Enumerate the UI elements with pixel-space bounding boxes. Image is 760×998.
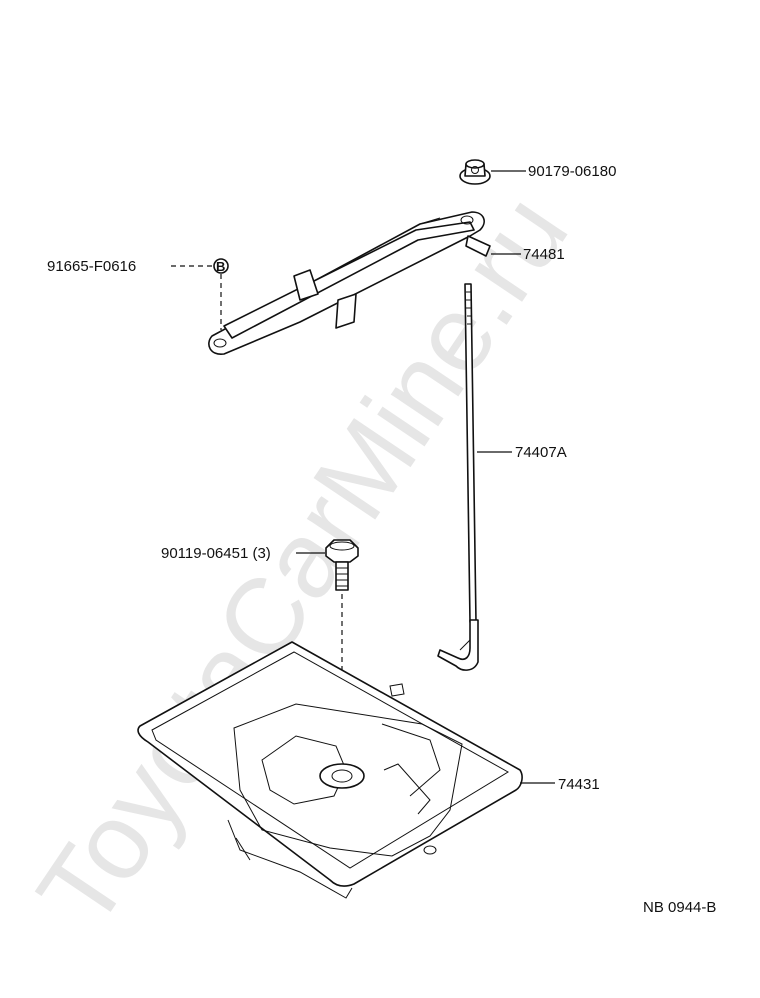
clip-part: B: [213, 258, 229, 274]
label-bolt: 90119-06451 (3): [161, 545, 271, 562]
label-clip: 91665-F0616: [47, 258, 136, 275]
rod-part: [437, 283, 479, 671]
nut-part: [459, 159, 491, 185]
clamp-part: [208, 211, 491, 355]
clip-glyph: B: [216, 259, 225, 274]
diagram-code: NB 0944-B: [643, 899, 716, 916]
label-rod: 74407A: [515, 444, 567, 461]
bolt-part: [325, 539, 359, 591]
label-tray: 74431: [558, 776, 600, 793]
tray-part: [137, 641, 523, 899]
label-nut: 90179-06180: [528, 163, 616, 180]
label-clamp: 74481: [523, 246, 565, 263]
